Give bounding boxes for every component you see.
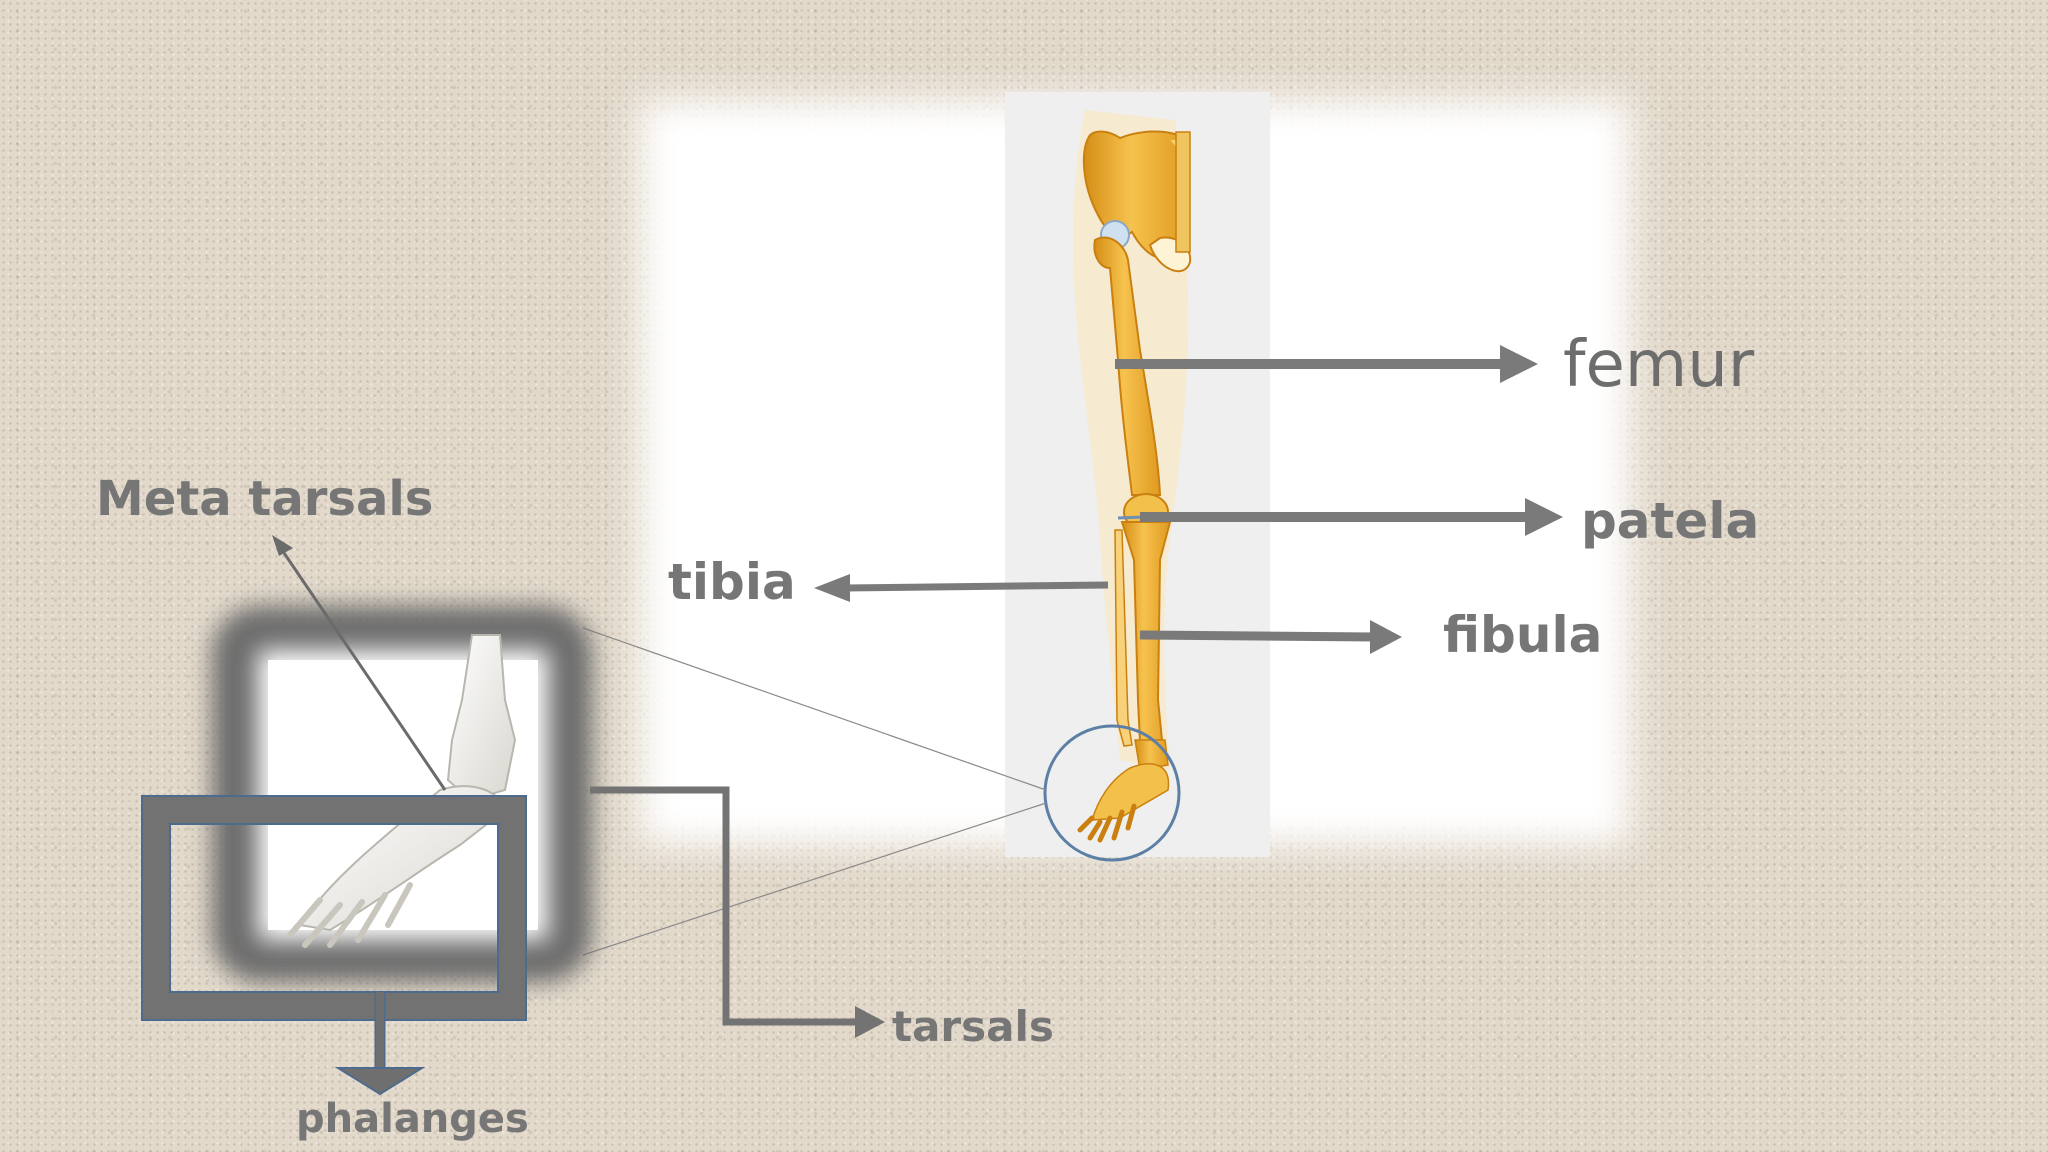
label-patela: patela bbox=[1581, 492, 1759, 550]
arrow-meta-tarsals bbox=[272, 535, 447, 791]
arrow-tibia bbox=[814, 574, 1109, 602]
zoom-line-top bbox=[582, 627, 1047, 791]
foot-zoom-circle bbox=[1043, 724, 1181, 862]
arrow-phalanges bbox=[334, 992, 426, 1096]
phalanges-box bbox=[141, 795, 527, 1021]
label-tarsals: tarsals bbox=[892, 1002, 1054, 1051]
zoom-line-bottom bbox=[582, 802, 1047, 956]
label-fibula: fibula bbox=[1443, 606, 1602, 664]
label-tibia: tibia bbox=[668, 553, 796, 611]
arrow-patela bbox=[1140, 498, 1563, 536]
arrow-fibula bbox=[1139, 620, 1402, 654]
arrow-femur bbox=[1115, 345, 1538, 383]
arrow-tarsals bbox=[590, 786, 885, 1038]
label-femur: femur bbox=[1563, 328, 1755, 402]
label-meta-tarsals: Meta tarsals bbox=[96, 471, 433, 527]
label-phalanges: phalanges bbox=[296, 1096, 529, 1142]
foot-inset-image bbox=[212, 606, 592, 982]
